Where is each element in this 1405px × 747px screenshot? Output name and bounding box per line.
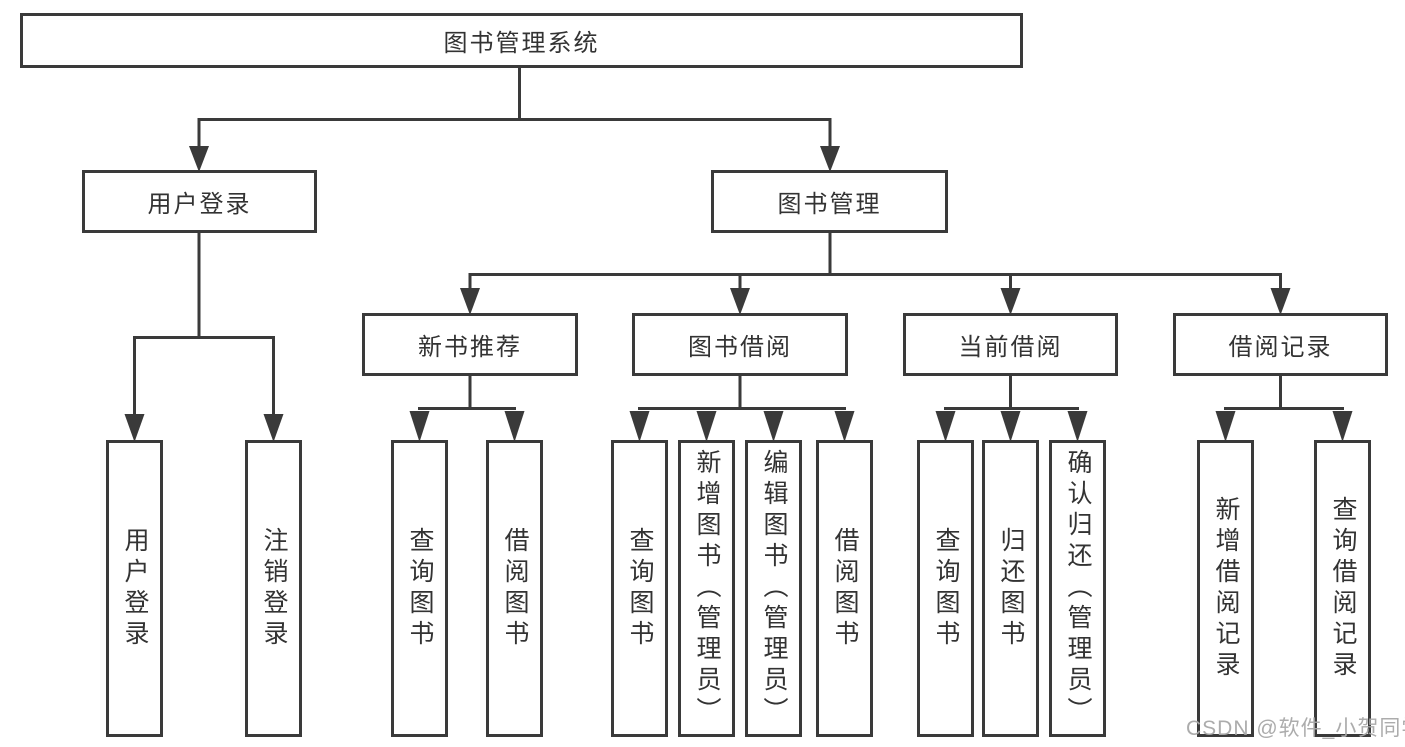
node-borrowing-records: 借阅记录 xyxy=(1173,313,1388,376)
node-user-login-branch: 用户登录 xyxy=(82,170,317,233)
node-current-borrowing: 当前借阅 xyxy=(903,313,1118,376)
node-book-management-branch: 图书管理 xyxy=(711,170,948,233)
leaf-user-login: 用户登录 xyxy=(106,440,163,737)
leaf-query-books-current: 查询图书 xyxy=(917,440,974,737)
leaf-borrow-books-borrowing: 借阅图书 xyxy=(816,440,873,737)
leaf-add-borrow-record: 新增借阅记录 xyxy=(1197,440,1254,737)
leaf-query-books-recommend: 查询图书 xyxy=(391,440,448,737)
node-book-borrowing: 图书借阅 xyxy=(632,313,848,376)
node-new-book-recommend: 新书推荐 xyxy=(362,313,578,376)
leaf-confirm-return-admin: 确认归还（管理员） xyxy=(1049,440,1106,737)
leaf-logout: 注销登录 xyxy=(245,440,302,737)
leaf-edit-book-admin: 编辑图书（管理员） xyxy=(745,440,802,737)
leaf-query-borrow-record: 查询借阅记录 xyxy=(1314,440,1371,737)
leaf-add-book-admin: 新增图书（管理员） xyxy=(678,440,735,737)
leaf-query-books-borrowing: 查询图书 xyxy=(611,440,668,737)
node-root-system: 图书管理系统 xyxy=(20,13,1023,68)
leaf-return-book: 归还图书 xyxy=(982,440,1039,737)
leaf-borrow-books-recommend: 借阅图书 xyxy=(486,440,543,737)
csdn-watermark: CSDN @软件_小贺同学 xyxy=(1186,717,1405,740)
